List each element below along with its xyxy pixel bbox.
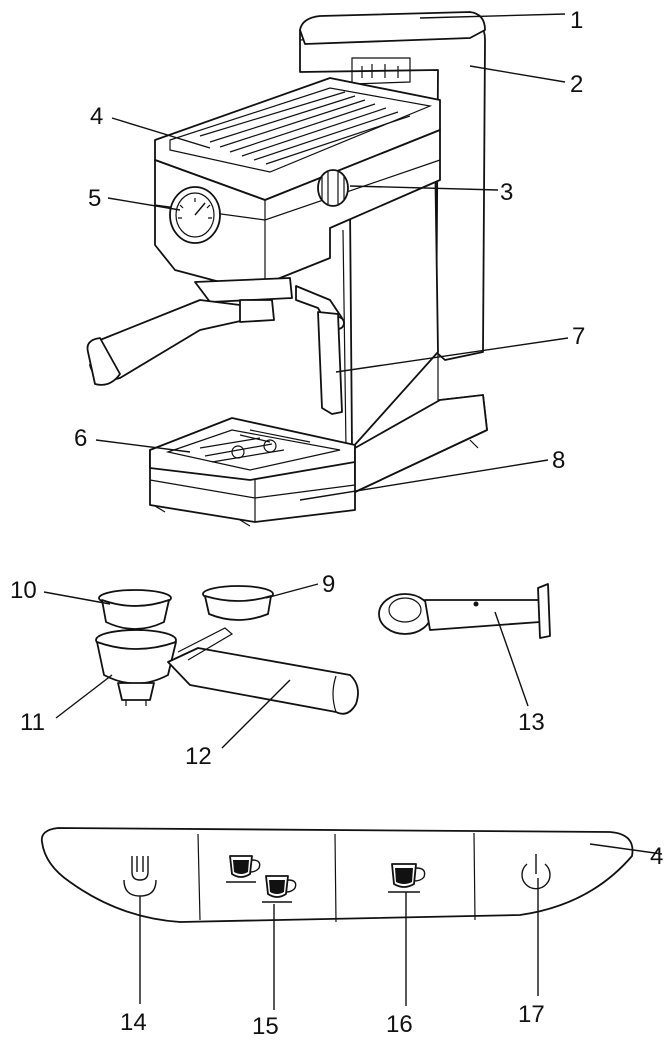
callout-4-panel: 4 [650,843,663,870]
callout-13: 13 [518,709,545,736]
callout-14: 14 [120,1009,147,1036]
control-panel [40,827,634,923]
callout-4: 4 [90,103,103,130]
filter-basket-double [98,589,172,630]
control-panel-outline [40,827,634,923]
single-cup-icon [388,863,426,893]
callout-9: 9 [322,571,335,598]
brew-head [154,129,441,291]
callout-1: 1 [570,7,583,34]
callout-2: 2 [570,71,583,98]
callout-12: 12 [185,743,212,770]
power-icon [521,854,551,890]
tamper [378,583,551,639]
drip-tray [149,350,488,527]
leader-lines-accessories [43,583,529,749]
double-cup-icon [226,855,297,903]
callout-10: 10 [10,577,37,604]
mounted-portafilter [86,299,275,386]
callout-8: 8 [552,447,565,474]
tank-lid [299,11,486,45]
accessories [95,583,551,715]
steam-knob [317,169,349,207]
callout-17: 17 [518,1001,545,1028]
callout-6: 6 [74,425,87,452]
callout-11: 11 [20,709,45,736]
callout-7: 7 [572,323,585,350]
callout-3: 3 [500,179,513,206]
portafilter [95,627,359,715]
leader-lines-machine [95,13,569,501]
espresso-machine [86,11,488,527]
filter-basket-single [202,585,274,621]
callout-5: 5 [88,185,101,212]
callout-15: 15 [252,1013,279,1040]
callout-16: 16 [386,1011,413,1038]
tray-grille [199,91,411,165]
leader-lines-panel [139,843,663,1010]
callout-numbers: 1 2 3 4 5 6 7 8 9 10 11 12 13 4 14 15 16… [10,7,663,1040]
temperature-gauge [169,186,221,244]
steam-wand [295,285,345,415]
